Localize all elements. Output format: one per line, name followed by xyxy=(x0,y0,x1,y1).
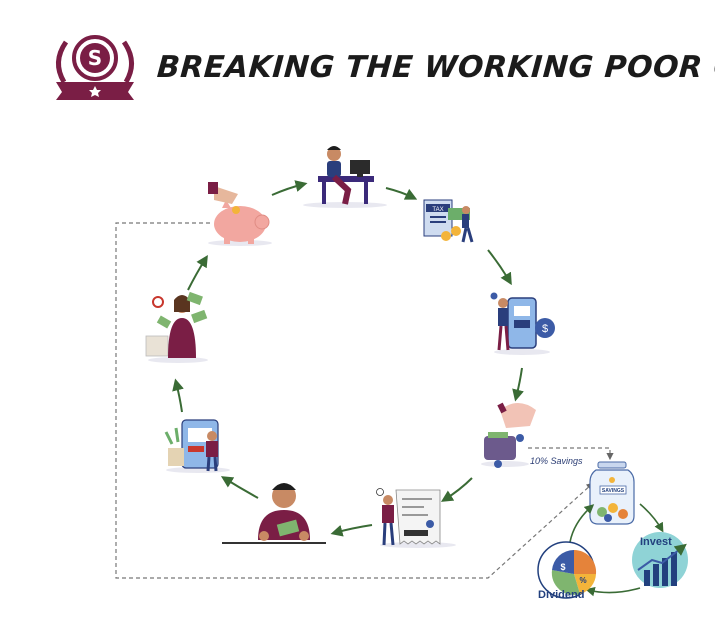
phone-payment-icon: $ xyxy=(490,292,555,355)
svg-text:$: $ xyxy=(542,323,548,335)
piggy-bank-icon xyxy=(208,182,272,246)
cycle-arrows xyxy=(172,180,524,537)
svg-text:TAX: TAX xyxy=(432,207,443,213)
jar-label: SAVINGS xyxy=(602,488,625,494)
wallet-icon xyxy=(481,402,536,468)
pie-dollar: $ xyxy=(560,562,565,572)
online-shopping-icon xyxy=(164,419,230,473)
cash-spending-icon xyxy=(145,291,208,363)
desk-worker-icon xyxy=(303,146,387,208)
dividend-pie-icon: $ % xyxy=(537,541,597,599)
logo-letter: S xyxy=(88,46,102,70)
tax-form-icon: TAX xyxy=(423,199,474,243)
receipt-icon xyxy=(376,488,456,548)
page-title: BREAKING THE WORKING POOR CYCLE xyxy=(155,50,715,85)
invest-chart-icon xyxy=(632,532,688,588)
person-counting-cash-icon xyxy=(222,483,326,544)
brand-logo: S xyxy=(56,35,134,100)
pie-percent: % xyxy=(579,576,586,585)
dividend-label: Dividend xyxy=(538,589,585,601)
invest-loop-arrows xyxy=(569,503,664,597)
dashed-loop-line xyxy=(115,222,594,579)
savings-jar-icon: SAVINGS xyxy=(589,461,635,525)
savings-label: 10% Savings xyxy=(530,456,583,466)
invest-label: Invest xyxy=(640,536,672,548)
